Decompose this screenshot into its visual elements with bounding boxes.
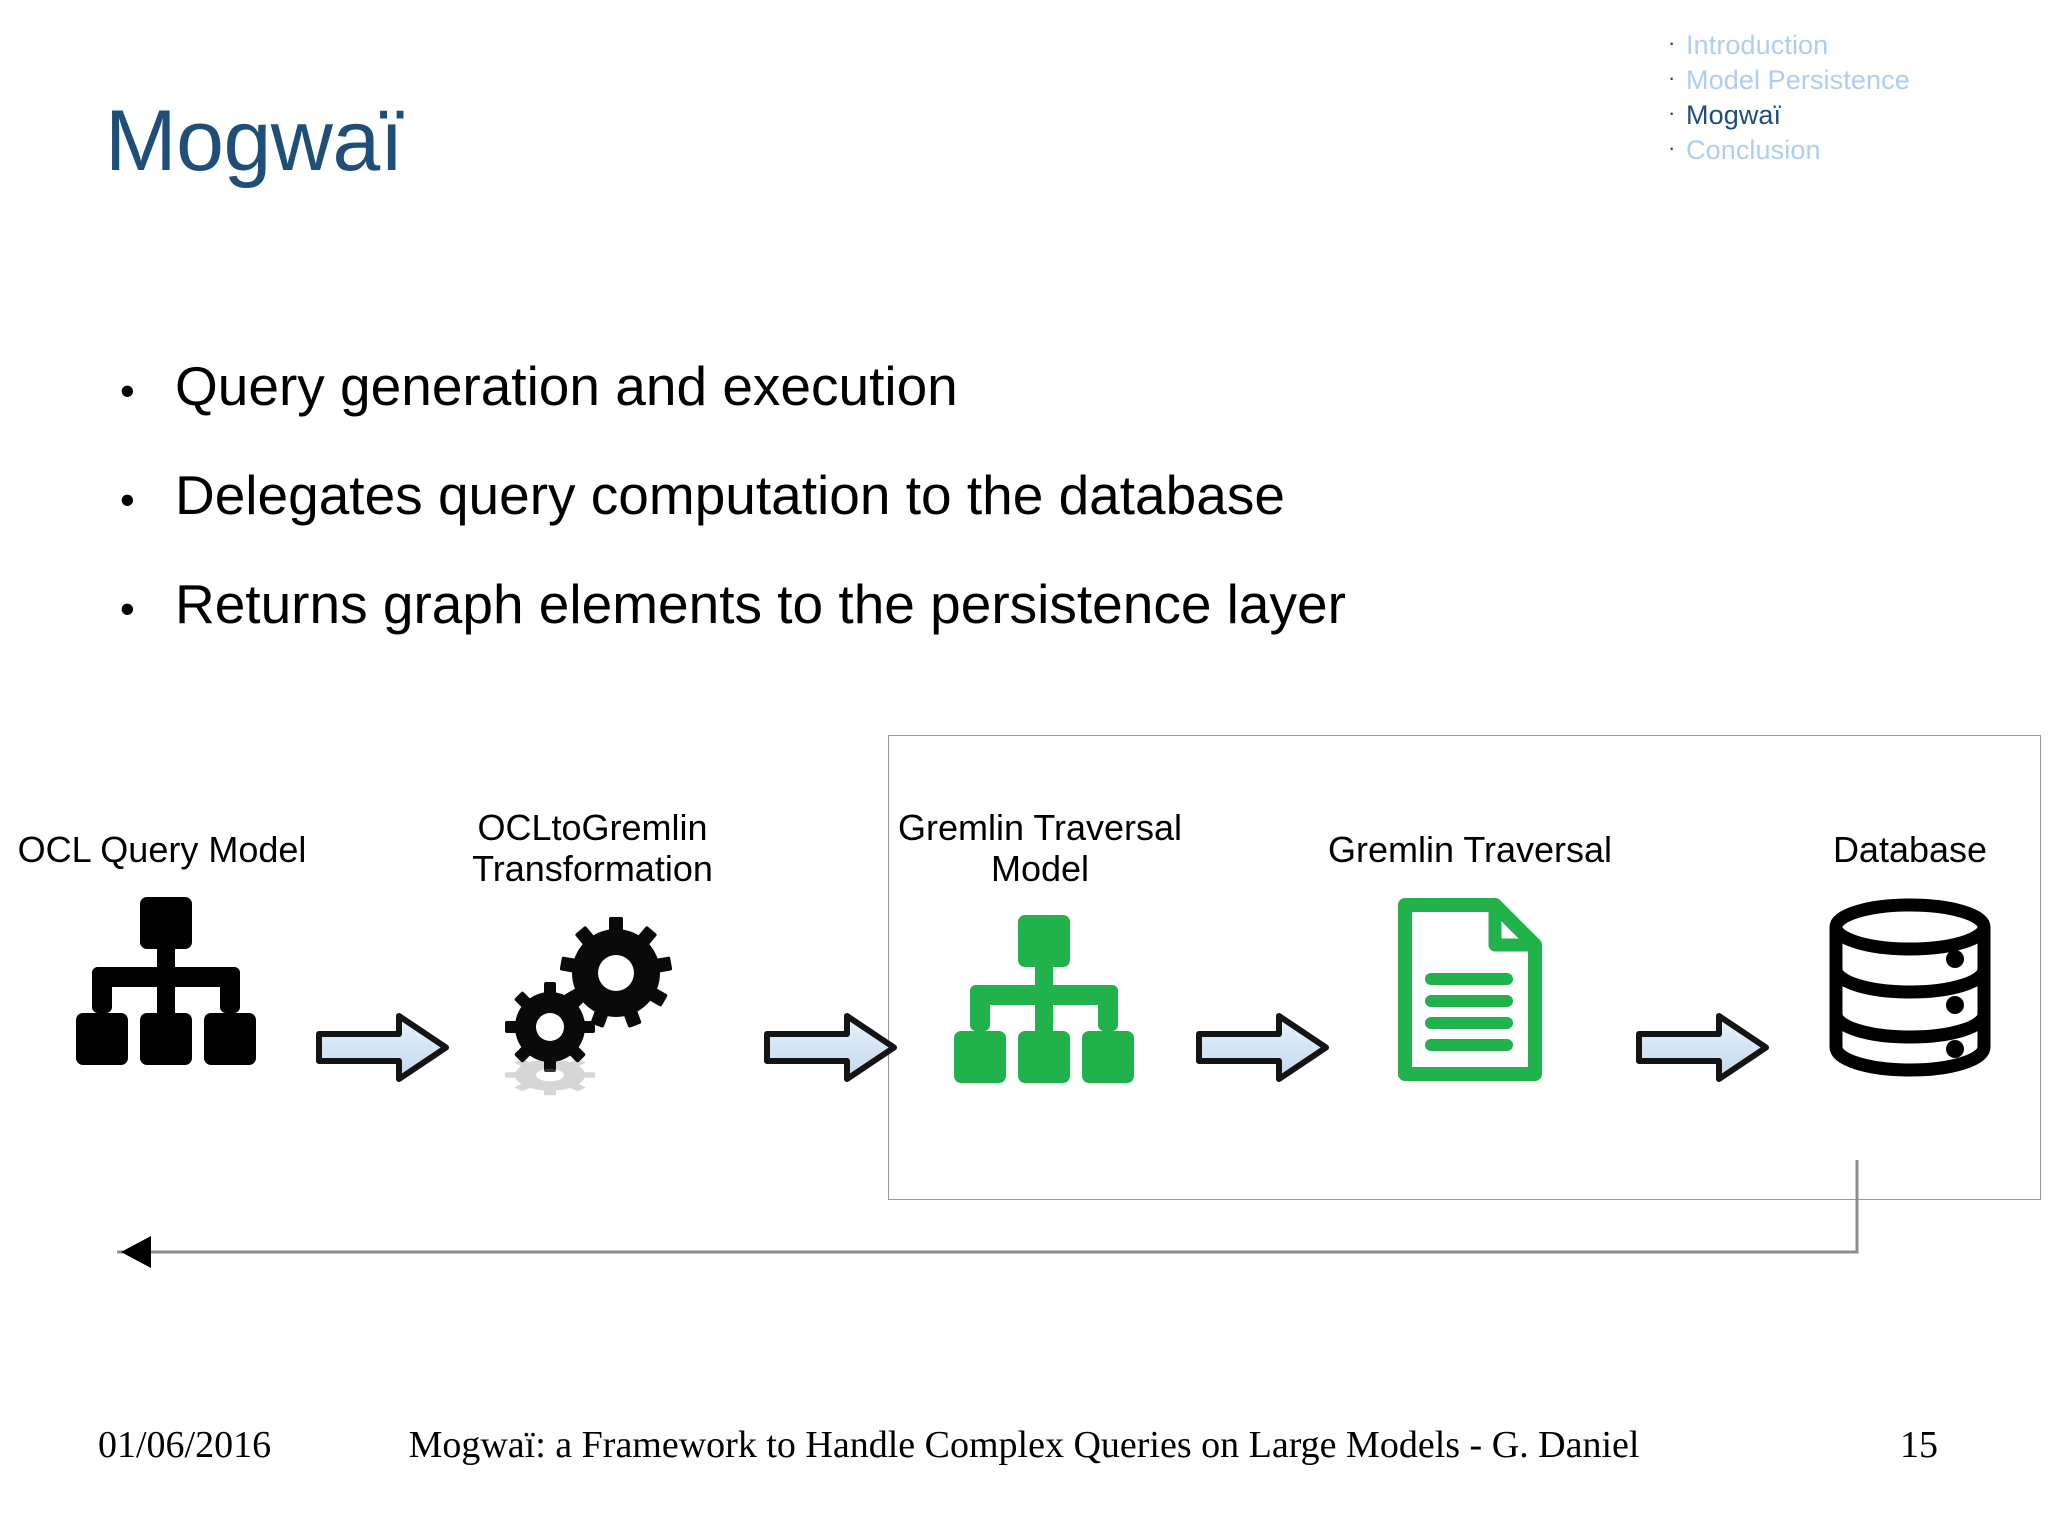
bullet-dot-icon: •	[120, 367, 135, 414]
nav-bullet-icon: ·	[1668, 100, 1676, 125]
mogwai-scope-group-box	[888, 735, 2041, 1200]
pipeline-stage-database: Database	[1760, 829, 2048, 1077]
navigation-outline: · Introduction · Model Persistence · Mog…	[1660, 28, 2020, 168]
footer-page-number: 15	[1900, 1424, 1938, 1466]
feedback-return-arrow	[95, 1160, 1955, 1280]
bullet-text: Returns graph elements to the persistenc…	[175, 572, 1346, 635]
nav-bullet-icon: ·	[1668, 135, 1676, 160]
nav-item-label: Model Persistence	[1686, 65, 1910, 95]
nav-item-label: Mogwaï	[1686, 100, 1782, 130]
bullet-text: Query generation and execution	[175, 355, 958, 417]
stage-label: Database	[1832, 829, 1988, 870]
database-cylinder-icon	[1760, 897, 2048, 1077]
nav-item-label: Conclusion	[1686, 135, 1821, 165]
nav-bullet-icon: ·	[1668, 65, 1676, 90]
document-green-icon	[1290, 897, 1650, 1082]
flow-arrow-right-icon	[1635, 1010, 1770, 1085]
bullet-item: • Query generation and execution	[120, 355, 1820, 417]
bullet-text: Delegates query computation to the datab…	[175, 463, 1285, 526]
nav-item-introduction[interactable]: · Introduction	[1660, 28, 2020, 63]
slide-footer: 01/06/2016 Mogwaï: a Framework to Handle…	[0, 1423, 2048, 1483]
stage-label: OCL Query Model	[17, 829, 307, 870]
nav-item-model-persistence[interactable]: · Model Persistence	[1660, 63, 2020, 98]
gears-icon	[420, 915, 765, 1100]
footer-date: 01/06/2016	[98, 1424, 272, 1466]
pipeline-stage-ocl-query-model: OCL Query Model	[0, 829, 332, 1077]
pipeline-stage-gremlin-traversal: Gremlin Traversal	[1290, 829, 1650, 1082]
bullet-dot-icon: •	[120, 584, 135, 632]
nav-item-mogwai[interactable]: · Mogwaï	[1660, 98, 2020, 133]
bullet-list: • Query generation and execution • Deleg…	[120, 355, 1820, 684]
footer-title: Mogwaï: a Framework to Handle Complex Qu…	[408, 1424, 1640, 1466]
stage-label: OCLtoGremlin Transformation	[472, 807, 713, 889]
pipeline-stage-gremlin-traversal-model: Gremlin Traversal Model	[870, 807, 1210, 1095]
bullet-dot-icon: •	[120, 475, 135, 523]
pipeline-diagram: OCL Query Model OCLtoGremlin Transformat…	[0, 730, 2048, 1268]
stage-label: Gremlin Traversal	[1327, 829, 1613, 870]
nav-item-conclusion[interactable]: · Conclusion	[1660, 133, 2020, 168]
flow-arrow-right-icon	[763, 1010, 898, 1085]
nav-item-label: Introduction	[1686, 30, 1829, 60]
flow-arrow-right-icon	[315, 1010, 450, 1085]
tree-model-green-icon	[870, 915, 1210, 1095]
nav-bullet-icon: ·	[1668, 30, 1676, 55]
tree-model-black-icon	[0, 896, 332, 1077]
flow-arrow-right-icon	[1195, 1010, 1330, 1085]
pipeline-stage-ocltogremlin-transformation: OCLtoGremlin Transformation	[420, 807, 765, 1100]
bullet-item: • Delegates query computation to the dat…	[120, 463, 1820, 526]
slide-title: Mogwaï	[105, 93, 404, 189]
bullet-item: • Returns graph elements to the persiste…	[120, 572, 1820, 635]
stage-label: Gremlin Traversal Model	[897, 807, 1183, 889]
